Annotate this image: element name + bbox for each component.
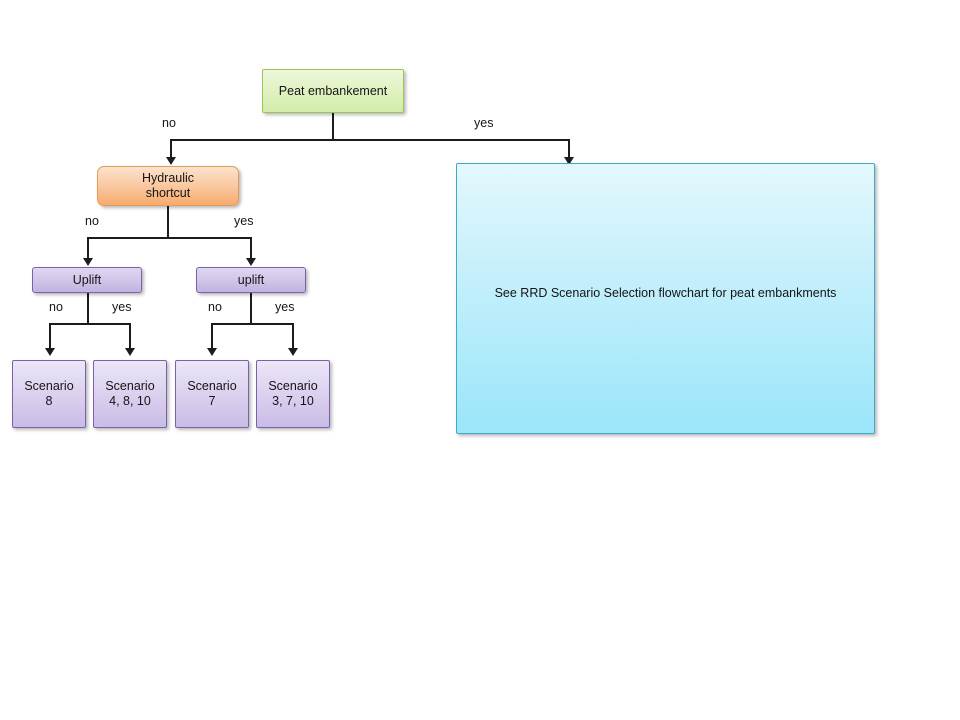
connector-uplift-left-stem — [87, 293, 89, 324]
node-peat-embankement-label: Peat embankement — [278, 83, 388, 98]
node-hydraulic-shortcut[interactable]: Hydraulic shortcut — [97, 166, 239, 206]
node-scenario-3-7-10-label: Scenario 3, 7, 10 — [268, 379, 318, 408]
edge-label-uplift-left-yes: yes — [112, 300, 132, 314]
connector-uplift-right-no-drop — [211, 323, 213, 351]
node-uplift-right[interactable]: uplift — [196, 267, 306, 293]
edge-label-root-no: no — [162, 116, 176, 130]
connector-uplift-left-yes-drop — [129, 323, 131, 351]
connector-uplift-right-stem — [250, 293, 252, 324]
connector-root-no-drop — [170, 139, 172, 159]
arrowhead-root-yes — [564, 157, 574, 165]
connector-shortcut-yes-drop — [250, 237, 252, 261]
arrowhead-shortcut-yes — [246, 258, 256, 266]
connector-root-branch-bar — [170, 139, 569, 141]
connector-uplift-left-branch-bar — [49, 323, 130, 325]
node-uplift-left-label: Uplift — [72, 272, 102, 287]
arrowhead-uplift-left-no — [45, 348, 55, 356]
node-peat-embankement[interactable]: Peat embankement — [262, 69, 404, 113]
edge-label-root-yes: yes — [474, 116, 494, 130]
node-uplift-right-label: uplift — [237, 272, 265, 287]
arrowhead-uplift-right-yes — [288, 348, 298, 356]
node-scenario-7-label: Scenario 7 — [187, 379, 237, 408]
connector-root-stem — [332, 113, 334, 140]
connector-root-yes-drop — [568, 139, 570, 163]
arrowhead-shortcut-no — [83, 258, 93, 266]
edge-label-uplift-right-no: no — [208, 300, 222, 314]
edge-label-uplift-left-no: no — [49, 300, 63, 314]
node-scenario-8[interactable]: Scenario 8 — [12, 360, 86, 428]
connector-uplift-left-no-drop — [49, 323, 51, 351]
node-scenario-3-7-10[interactable]: Scenario 3, 7, 10 — [256, 360, 330, 428]
arrowhead-uplift-right-no — [207, 348, 217, 356]
connector-uplift-right-yes-drop — [292, 323, 294, 351]
node-scenario-4-8-10-label: Scenario 4, 8, 10 — [105, 379, 155, 408]
node-scenario-8-label: Scenario 8 — [24, 379, 74, 408]
arrowhead-root-no — [166, 157, 176, 165]
connector-shortcut-stem — [167, 206, 169, 238]
edge-label-uplift-right-yes: yes — [275, 300, 295, 314]
node-hydraulic-shortcut-label: Hydraulic shortcut — [141, 171, 195, 200]
node-reference-panel[interactable]: See RRD Scenario Selection flowchart for… — [456, 163, 875, 434]
edge-label-shortcut-yes: yes — [234, 214, 254, 228]
connector-shortcut-no-drop — [87, 237, 89, 261]
node-scenario-7[interactable]: Scenario 7 — [175, 360, 249, 428]
connector-shortcut-branch-bar — [87, 237, 251, 239]
node-uplift-left[interactable]: Uplift — [32, 267, 142, 293]
connector-uplift-right-branch-bar — [211, 323, 293, 325]
arrowhead-uplift-left-yes — [125, 348, 135, 356]
node-scenario-4-8-10[interactable]: Scenario 4, 8, 10 — [93, 360, 167, 428]
node-reference-panel-label: See RRD Scenario Selection flowchart for… — [494, 286, 837, 300]
edge-label-shortcut-no: no — [85, 214, 99, 228]
